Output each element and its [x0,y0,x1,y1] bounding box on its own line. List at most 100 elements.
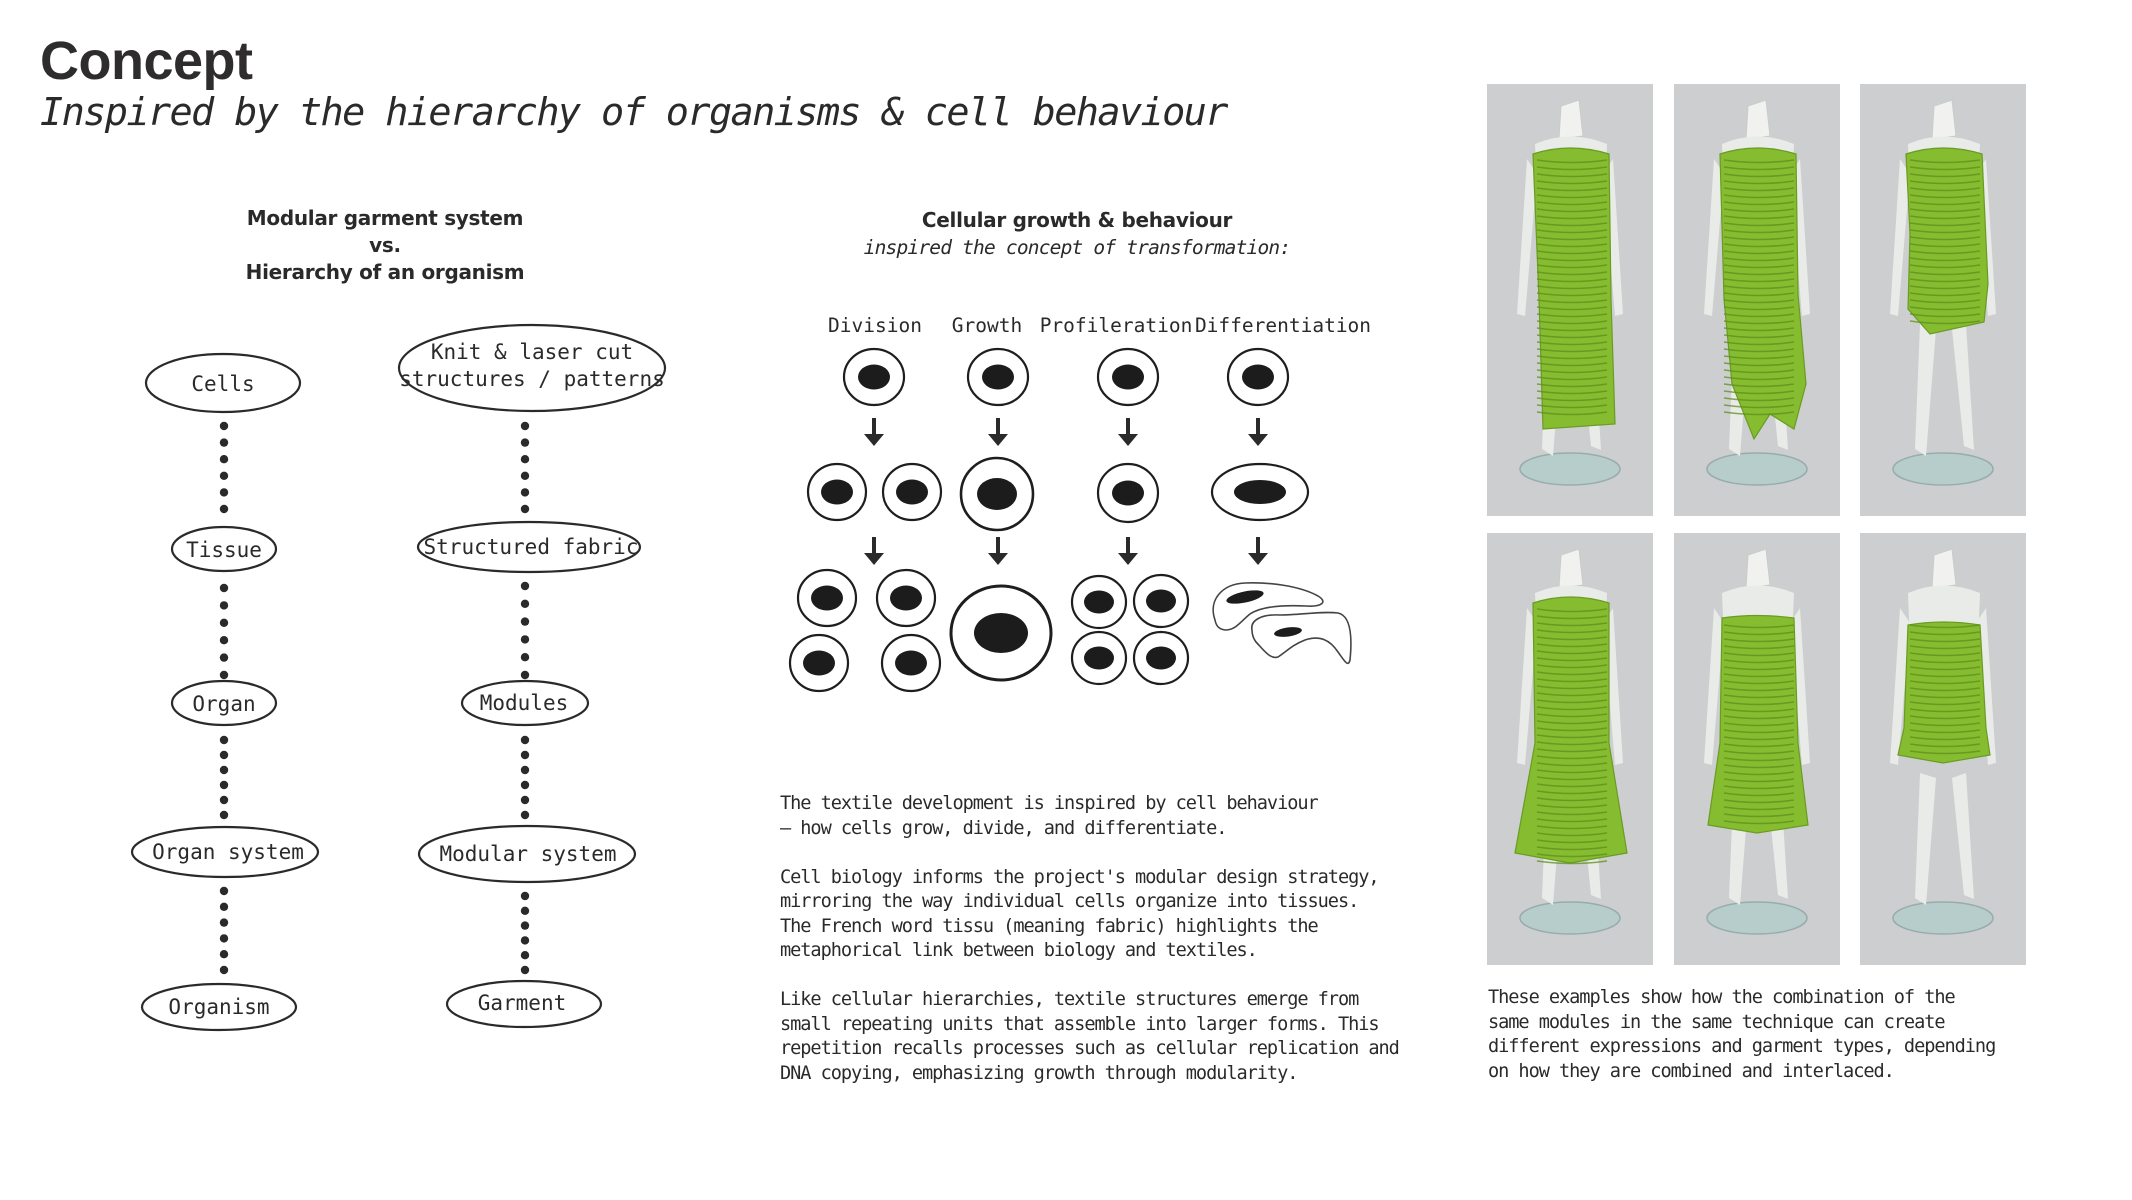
connector-dot [520,765,530,775]
connector-dot [520,795,530,805]
connector-dot [520,488,530,497]
cell-nucleus [890,585,922,611]
node-knit-laser [397,323,667,413]
cell-differentiation-icon [1226,347,1290,407]
connector-dot [219,504,229,514]
cell-division-icon [796,568,858,628]
cell-growth-icon [959,456,1035,532]
connector-dot [520,750,530,760]
connector-dot [520,421,530,431]
cell-proliferation-icon [1070,630,1128,686]
node-label: Organ [192,692,255,716]
hierarchy-diagram: Cells Tissue Organ Organ system Organism… [130,323,667,1032]
node-label: Knit & laser cut [431,340,633,364]
connector-dot [219,583,229,593]
node-tissue [170,525,278,573]
cell-division-icon [806,462,868,522]
cell-nucleus [982,364,1014,390]
connector-dot [520,921,530,930]
body-paragraph: The textile development is inspired by c… [780,793,1319,839]
arrow-down-icon [1248,418,1268,446]
node-garment [445,979,603,1029]
cell-proliferation-icon [1132,630,1190,686]
connector-dot [520,438,530,447]
node-label: Garment [478,991,567,1015]
garment-photo-short-pleated-dress [1860,84,2026,516]
connector-dot [219,965,229,975]
cellular-subheading: inspired the concept of transformation: [863,236,1291,259]
cell-nucleus [1084,646,1114,670]
dress-mini [1897,621,1991,764]
connector-dot [219,601,229,610]
connector-dot [219,670,229,680]
connector-dot [520,471,530,480]
dress-knee [1707,614,1809,834]
connector-dot [219,750,229,760]
connector-dot [520,653,530,662]
node-modular-system [417,824,637,884]
mannequin-image [1860,533,2026,965]
connector-dot [219,471,229,480]
connector-dot [520,891,530,901]
page-title: Concept [40,31,253,91]
node-label: Modular system [439,842,616,866]
arrow-down-icon [1118,418,1138,446]
mannequin-image [1674,84,1840,516]
node-label: Cells [191,372,254,396]
arrow-down-icon [988,418,1008,446]
garment-photo-strapless-mini-top [1860,533,2026,965]
page-subtitle: Inspired by the hierarchy of organisms &… [40,90,1228,135]
mannequin-image [1487,84,1653,516]
body-paragraph: Cell biology informs the project's modul… [780,866,1380,962]
connector-dot [520,780,530,790]
connector-dot [219,902,229,911]
cell-nucleus [977,478,1017,510]
process-label-division: Division [828,314,922,337]
cell-nucleus [1242,364,1274,390]
connector-dot [520,670,530,680]
cell-nucleus [1234,480,1286,504]
cellular-heading: Cellular growth & behaviour [921,208,1233,232]
connector-dot [219,886,229,896]
node-cells [144,352,302,414]
connector-dot [520,599,530,608]
connector-dot [219,810,229,820]
node-label: Tissue [186,538,262,562]
cell-nucleus [821,479,853,505]
connector-dot [520,735,530,745]
body-paragraph: Like cellular hierarchies, textile struc… [780,989,1400,1084]
connector-dot [520,455,530,464]
cell-division-icon [880,633,942,693]
differentiated-nucleus [1226,590,1264,604]
mannequin-image [1860,84,2026,516]
cell-proliferation-icon [1070,574,1128,630]
dress-asymmetric [1719,147,1807,441]
gallery-caption: These examples show how the combination … [1488,987,1996,1082]
differentiated-nucleus [1274,627,1302,637]
node-label: structures / patterns [399,367,665,391]
process-label-differentiation: Differentiation [1195,314,1371,337]
mannequin-image [1674,533,1840,965]
connector-dot [219,934,229,943]
cell-nucleus [1112,364,1144,390]
cell-nucleus [974,613,1028,653]
connector-dot [520,965,530,975]
node-label: Organism [168,995,269,1019]
cell-proliferation-icon [1132,573,1190,629]
arrow-down-icon [864,537,884,565]
connector-dot [219,950,229,959]
node-structured-fabric [416,520,642,574]
cell-nucleus [896,479,928,505]
node-label: Modules [480,691,569,715]
cell-division-icon [788,633,850,693]
garment-photo-flounced-midi-dress [1487,533,1653,965]
cell-diagram: Division Growth Profileration Differenti… [788,314,1371,693]
node-organ-system [130,825,320,879]
arrow-down-icon [1118,537,1138,565]
node-organism [140,982,298,1032]
connector-dot [520,936,530,945]
mannequin-image [1487,533,1653,965]
cell-division-icon [875,568,937,628]
connector-dot [520,906,530,915]
cell-nucleus [858,364,890,390]
